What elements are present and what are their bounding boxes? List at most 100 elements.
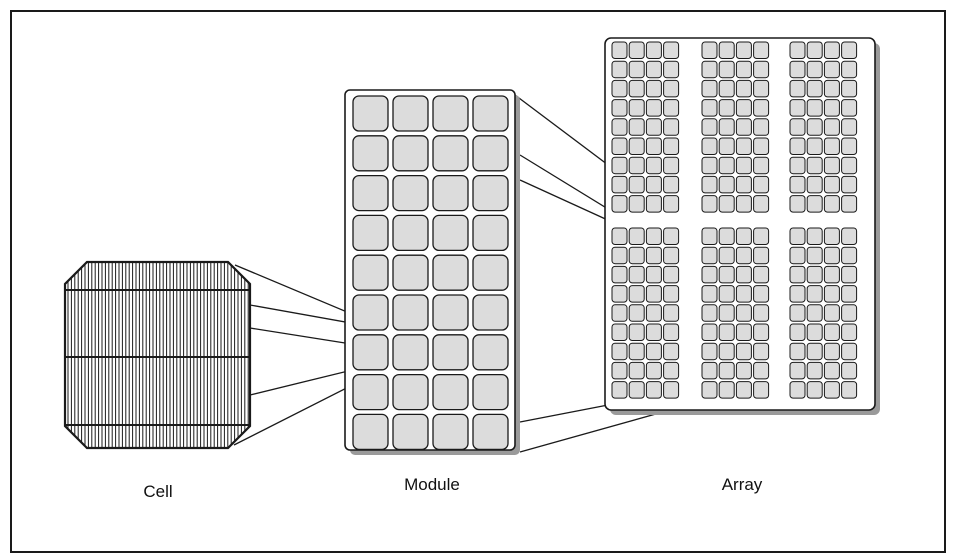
array-cell	[753, 265, 770, 284]
array-cell	[628, 60, 645, 79]
array-cell	[823, 227, 840, 245]
module-cell	[352, 254, 389, 291]
module-cell	[432, 95, 469, 132]
array-cell	[611, 381, 628, 399]
array-cell	[611, 118, 628, 136]
array-cell	[663, 156, 680, 175]
array-cell	[663, 195, 680, 213]
array-cell	[823, 41, 840, 59]
array-cell	[701, 265, 718, 284]
array-cell	[645, 41, 662, 59]
module-cell	[352, 334, 389, 371]
array-cell	[611, 265, 628, 284]
outer-frame	[10, 10, 946, 553]
array-cell	[701, 342, 718, 361]
module-cell	[472, 413, 509, 451]
cell-label: Cell	[143, 482, 172, 501]
array-cell	[645, 342, 662, 361]
array-cell	[628, 285, 645, 303]
array-cell	[823, 342, 840, 361]
array-cell	[823, 361, 840, 380]
array-cell	[628, 265, 645, 284]
array-cell	[628, 381, 645, 399]
module-cell	[392, 373, 429, 411]
array-cell	[663, 79, 680, 98]
array-cell	[628, 79, 645, 98]
array-cell	[628, 361, 645, 380]
array-cell	[718, 175, 735, 194]
array-cell	[645, 118, 662, 136]
array-cell	[735, 227, 752, 245]
array-module	[701, 227, 770, 399]
module-cell	[432, 334, 469, 371]
array-cell	[753, 156, 770, 175]
array-cell	[611, 156, 628, 175]
array-cell	[645, 227, 662, 245]
array-cell	[735, 60, 752, 79]
array-cell	[806, 118, 823, 136]
array-cell	[628, 137, 645, 155]
array-cell	[841, 79, 858, 98]
array-cell	[701, 285, 718, 303]
array-cell	[823, 195, 840, 213]
array-cell	[663, 304, 680, 322]
array-cell	[789, 342, 806, 361]
array-cell	[663, 118, 680, 136]
module-cell	[472, 254, 509, 291]
solar-cell	[63, 260, 252, 450]
array-cell	[645, 285, 662, 303]
array-cell	[735, 361, 752, 380]
array-cell	[645, 99, 662, 117]
array-cell	[701, 195, 718, 213]
array-cell	[735, 79, 752, 98]
array-cell	[789, 285, 806, 303]
module-cell	[392, 294, 429, 331]
module-cell	[392, 413, 429, 451]
array-cell	[806, 99, 823, 117]
array-module	[611, 227, 680, 399]
array-cell	[806, 195, 823, 213]
module-cell	[472, 95, 509, 132]
cell-busbars	[65, 289, 250, 426]
array-cell	[663, 60, 680, 79]
module-cell	[432, 135, 469, 172]
module-cell	[472, 174, 509, 212]
array-cell	[718, 156, 735, 175]
module-cell	[352, 214, 389, 252]
array-label: Array	[722, 475, 763, 494]
array-cell	[753, 137, 770, 155]
array-cell	[806, 79, 823, 98]
array-cell	[718, 60, 735, 79]
array-cell	[806, 137, 823, 155]
module-cell	[432, 413, 469, 451]
array-cell	[611, 137, 628, 155]
array-module	[789, 227, 858, 399]
array-cell	[735, 195, 752, 213]
array-cell	[718, 79, 735, 98]
array-cell	[841, 99, 858, 117]
array-cell	[823, 246, 840, 265]
array-cell	[753, 227, 770, 245]
array-cell	[753, 304, 770, 322]
array-cell	[628, 41, 645, 59]
array-cell	[628, 342, 645, 361]
array-cell	[645, 137, 662, 155]
array-cell	[628, 323, 645, 341]
array-cell	[753, 99, 770, 117]
array-cell	[611, 60, 628, 79]
array-cell	[645, 60, 662, 79]
array-cell	[628, 156, 645, 175]
module-cell	[432, 294, 469, 331]
array-cell	[663, 265, 680, 284]
array-cell	[735, 99, 752, 117]
array-cell	[645, 304, 662, 322]
array-cell	[841, 195, 858, 213]
array-cell	[645, 381, 662, 399]
array-cell	[718, 227, 735, 245]
array-cell	[718, 342, 735, 361]
array-cell	[789, 41, 806, 59]
array-cell	[806, 285, 823, 303]
array-cell	[823, 304, 840, 322]
array-cell	[645, 175, 662, 194]
array-cell	[841, 137, 858, 155]
